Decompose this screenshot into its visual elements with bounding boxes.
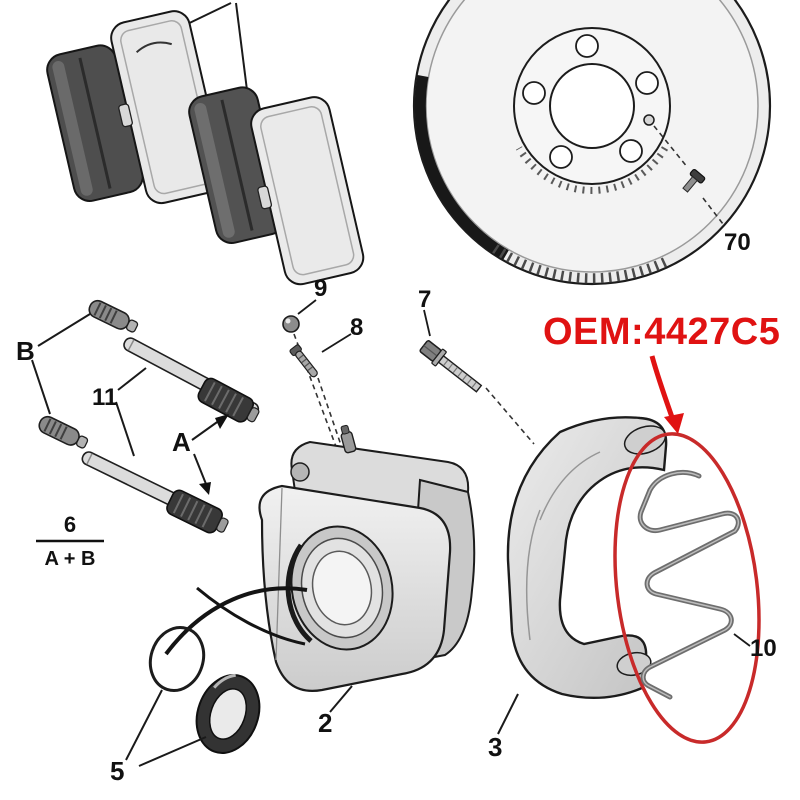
boot-upper (197, 377, 260, 423)
bracket-facet-1 (539, 451, 601, 521)
boot-lower (166, 489, 229, 534)
brake-pad-1 (46, 44, 144, 202)
label-caliper: 2 (318, 708, 332, 738)
bore-shadow (285, 543, 313, 643)
label-kit-formula: A + B (45, 548, 96, 570)
ball-stud (282, 315, 300, 333)
sleeve-leader-1 (117, 367, 147, 391)
hub-vent-ticks (515, 146, 669, 194)
guide-pin-lower (38, 415, 89, 449)
caliper-boss (290, 462, 310, 482)
label-boot-marker: A (172, 427, 191, 457)
piston-bore (290, 525, 394, 651)
seal-leader-1 (125, 689, 163, 761)
disc-edge-vents (490, 242, 668, 284)
guide-pin-upper (88, 299, 139, 333)
pin-leader (321, 333, 352, 353)
bracket-facet-2 (525, 509, 541, 641)
kit-formula-group: 6 A + B (36, 512, 104, 570)
bleeder-valve (340, 424, 357, 454)
a-arrowhead-2 (199, 482, 211, 495)
guide-bolt (419, 340, 483, 393)
label-retaining-clip: 10 (750, 635, 777, 662)
screw-shaft (682, 175, 698, 193)
label-guide-bolt: 7 (418, 286, 431, 313)
highlight-ellipse (613, 432, 761, 744)
oem-number-label: OEM:4427C5 (543, 311, 780, 353)
caliper-facet-line (275, 487, 283, 661)
brake-pad-4 (250, 96, 365, 286)
hub-center-bore (549, 63, 635, 149)
a-arrow-1 (191, 419, 221, 441)
piston-seal (195, 673, 261, 754)
swoosh-mark (164, 586, 308, 656)
caliper-leader (329, 685, 353, 713)
caliper-bracket (506, 416, 668, 700)
label-seal-kit: 5 (110, 756, 124, 786)
label-bracket: 3 (488, 732, 502, 762)
small-pin (289, 344, 318, 378)
pad-retaining-clip (637, 470, 741, 700)
seal-leader-2 (138, 736, 207, 767)
label-pin: 8 (350, 314, 363, 341)
disc-retaining-screw (653, 125, 724, 225)
ball-highlight (285, 318, 291, 324)
ball-leader (297, 299, 317, 315)
brake-disc (412, 0, 772, 286)
label-kit-number: 6 (64, 512, 76, 537)
bolt-leader (423, 309, 431, 337)
label-ball-stud: 9 (314, 275, 327, 302)
pin-dashed-line (317, 377, 343, 449)
a-arrowhead-1 (215, 414, 229, 429)
disc-edge-shadow (414, 75, 509, 260)
bolt-dashed-line (485, 387, 535, 445)
oem-arrow (649, 355, 684, 434)
bracket-leader (497, 693, 519, 735)
wheel-bolt-holes (522, 34, 659, 169)
o-ring (148, 626, 206, 692)
clip-leader (733, 633, 751, 647)
brake-caliper (258, 424, 476, 692)
brake-pads-group (46, 2, 365, 286)
label-guide-sleeve-kit: 11 (92, 384, 117, 411)
label-disc-screw: 70 (724, 229, 751, 256)
a-arrow-2 (193, 453, 207, 485)
sleeve-leader-2 (115, 401, 135, 457)
b-leader-1 (37, 313, 91, 347)
b-leader-2 (31, 359, 51, 415)
label-pin-marker: B (16, 336, 35, 366)
screw-hole (643, 114, 655, 126)
